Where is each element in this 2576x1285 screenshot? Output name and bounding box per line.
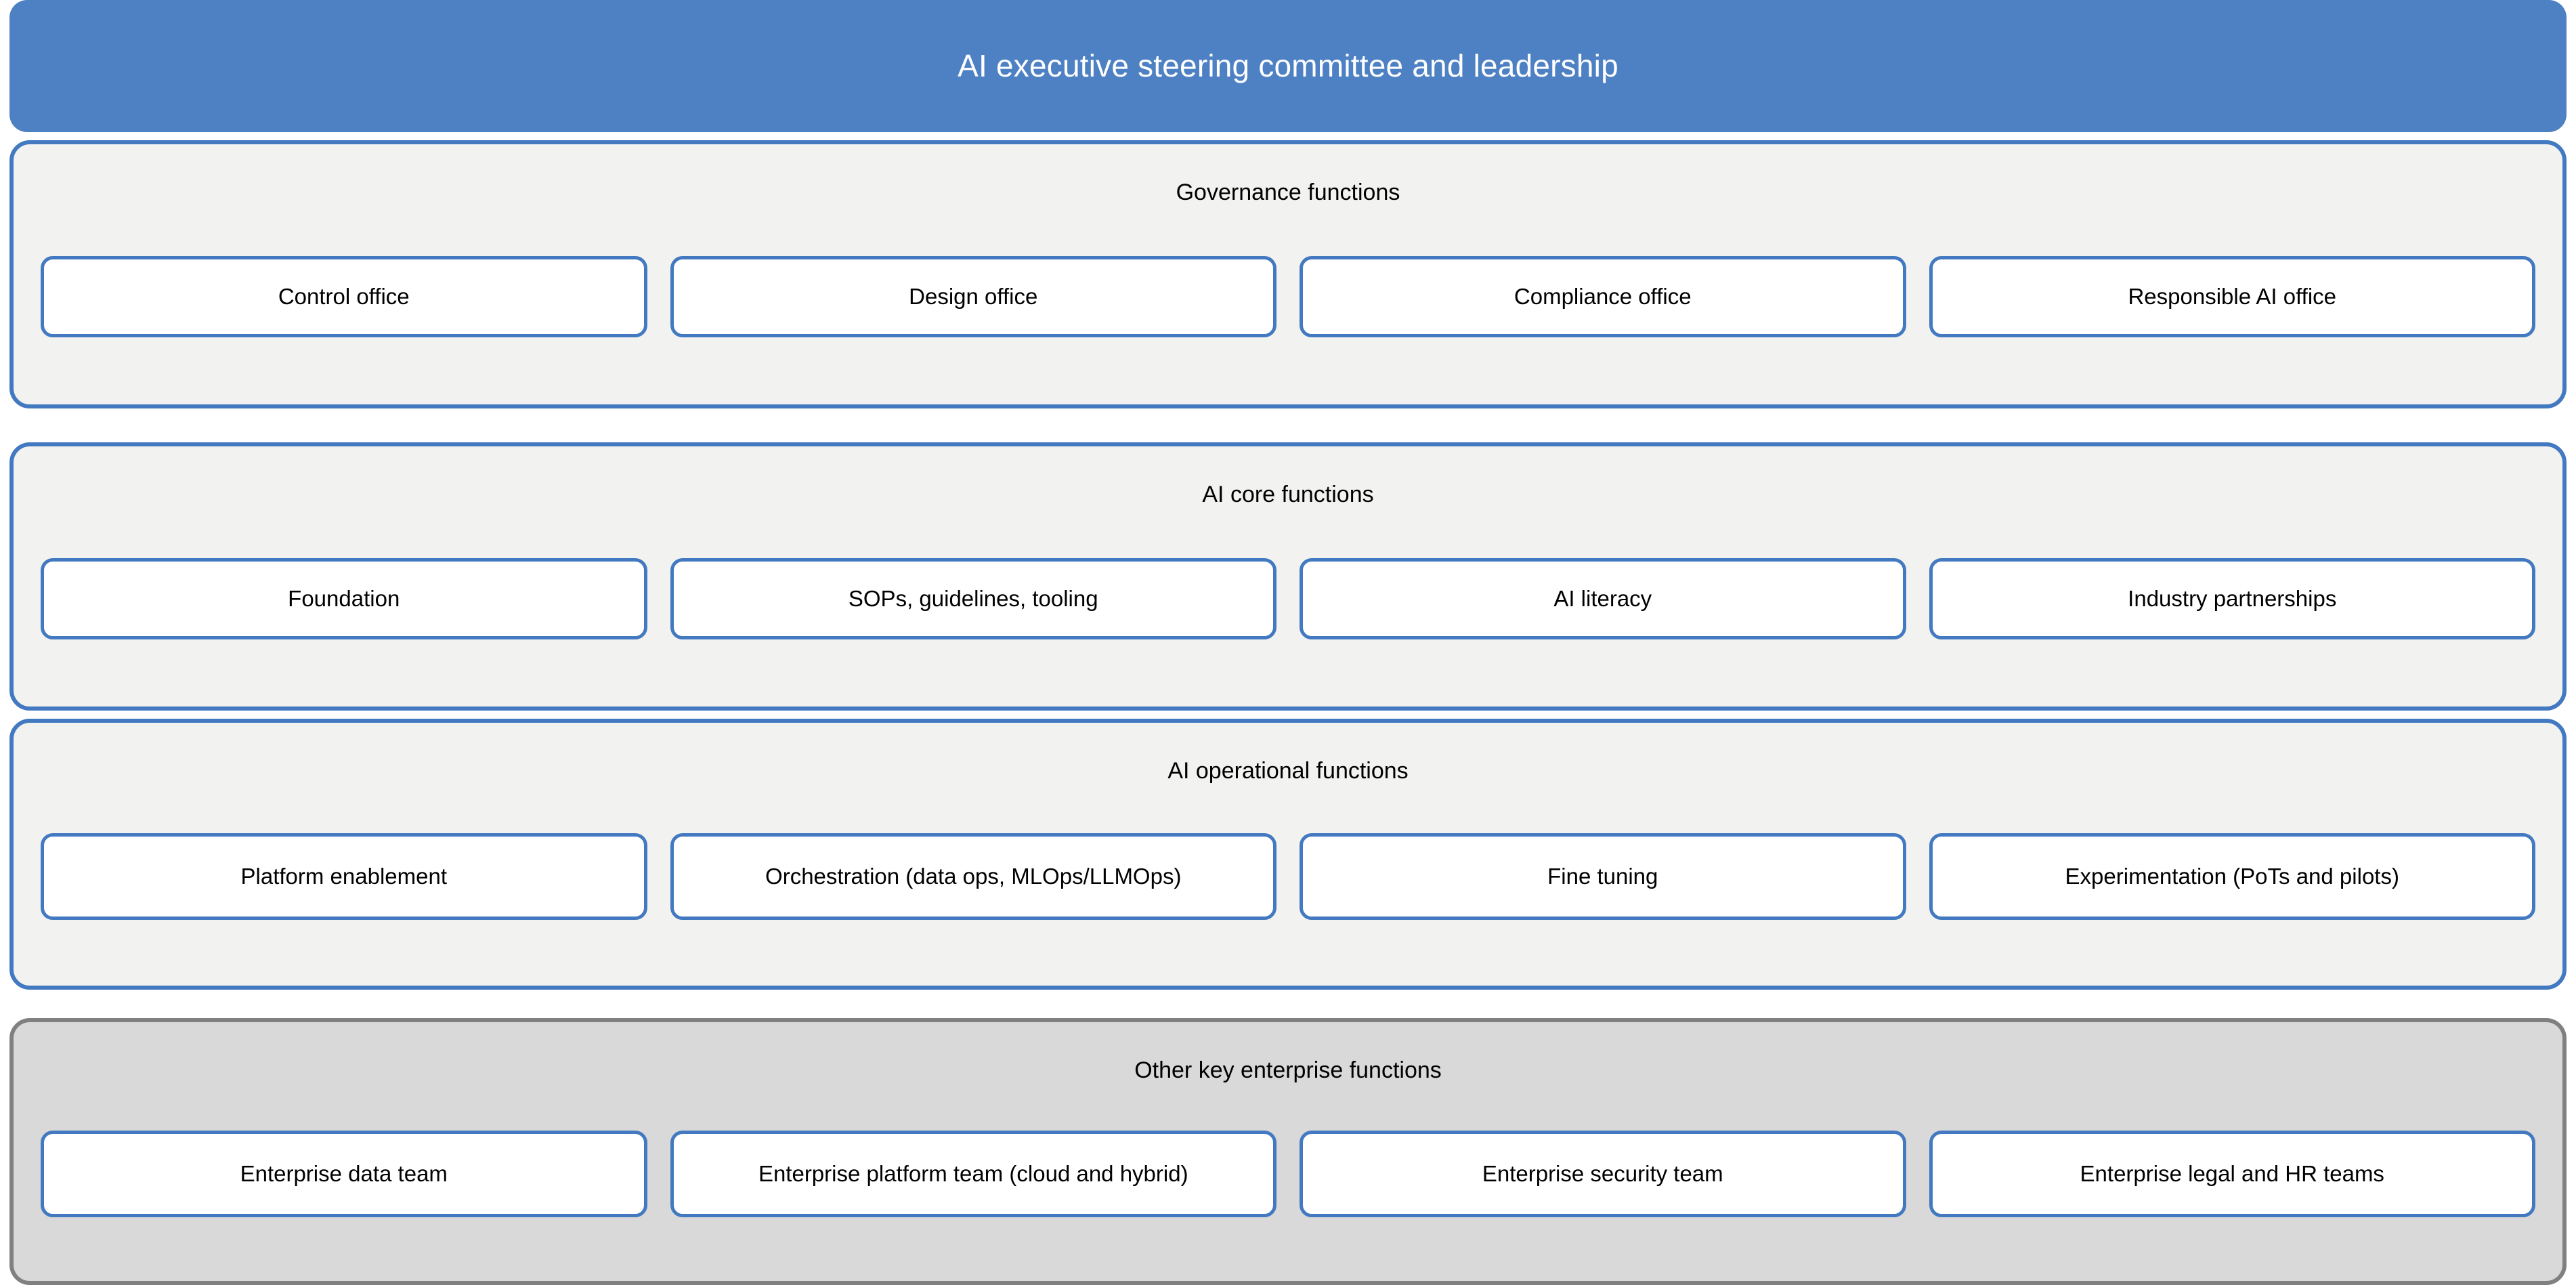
box-label: Orchestration (data ops, MLOps/LLMOps) bbox=[765, 863, 1182, 889]
section-title-governance: Governance functions bbox=[1176, 180, 1400, 205]
box-enterprise-data-team[interactable]: Enterprise data team bbox=[41, 1130, 647, 1217]
section-governance-functions: Governance functions Control office Desi… bbox=[9, 140, 2567, 408]
ai-operational-boxes-row: Platform enablement Orchestration (data … bbox=[14, 784, 2562, 986]
box-label: Fine tuning bbox=[1547, 863, 1658, 889]
section-title-ai-operational: AI operational functions bbox=[1167, 758, 1409, 784]
box-label: Design office bbox=[909, 283, 1038, 309]
box-foundation[interactable]: Foundation bbox=[41, 557, 647, 639]
box-label: Foundation bbox=[288, 585, 400, 611]
box-label: Enterprise data team bbox=[240, 1160, 448, 1186]
box-label: Industry partnerships bbox=[2128, 585, 2337, 611]
ai-core-boxes-row: Foundation SOPs, guidelines, tooling AI … bbox=[14, 508, 2562, 707]
box-experimentation[interactable]: Experimentation (PoTs and pilots) bbox=[1929, 833, 2535, 920]
box-label: SOPs, guidelines, tooling bbox=[848, 585, 1098, 611]
box-ai-literacy[interactable]: AI literacy bbox=[1300, 557, 1906, 639]
box-enterprise-platform-team[interactable]: Enterprise platform team (cloud and hybr… bbox=[670, 1130, 1276, 1217]
box-fine-tuning[interactable]: Fine tuning bbox=[1300, 833, 1906, 920]
box-label: Platform enablement bbox=[240, 863, 448, 889]
box-label: Enterprise legal and HR teams bbox=[2080, 1160, 2384, 1186]
box-control-office[interactable]: Control office bbox=[41, 255, 647, 337]
other-enterprise-boxes-row: Enterprise data team Enterprise platform… bbox=[14, 1084, 2562, 1281]
steering-committee-title: AI executive steering committee and lead… bbox=[958, 48, 1618, 84]
box-label: Responsible AI office bbox=[2128, 283, 2337, 309]
box-platform-enablement[interactable]: Platform enablement bbox=[41, 833, 647, 920]
box-orchestration[interactable]: Orchestration (data ops, MLOps/LLMOps) bbox=[670, 833, 1276, 920]
box-label: Experimentation (PoTs and pilots) bbox=[2065, 863, 2399, 889]
box-label: Enterprise platform team (cloud and hybr… bbox=[758, 1160, 1188, 1186]
box-industry-partnerships[interactable]: Industry partnerships bbox=[1929, 557, 2535, 639]
box-responsible-ai-office[interactable]: Responsible AI office bbox=[1929, 255, 2535, 337]
governance-boxes-row: Control office Design office Compliance … bbox=[14, 206, 2562, 404]
box-sops-guidelines-tooling[interactable]: SOPs, guidelines, tooling bbox=[670, 557, 1276, 639]
box-label: AI literacy bbox=[1553, 585, 1652, 611]
box-design-office[interactable]: Design office bbox=[670, 255, 1276, 337]
box-label: Compliance office bbox=[1514, 283, 1692, 309]
box-enterprise-legal-hr-teams[interactable]: Enterprise legal and HR teams bbox=[1929, 1130, 2535, 1217]
section-ai-operational-functions: AI operational functions Platform enable… bbox=[9, 719, 2567, 990]
section-title-other-enterprise: Other key enterprise functions bbox=[1134, 1057, 1442, 1083]
box-label: Control office bbox=[278, 283, 410, 309]
section-title-ai-core: AI core functions bbox=[1202, 482, 1374, 507]
steering-committee-band: AI executive steering committee and lead… bbox=[9, 0, 2567, 132]
box-compliance-office[interactable]: Compliance office bbox=[1300, 255, 1906, 337]
section-other-key-enterprise-functions: Other key enterprise functions Enterpris… bbox=[9, 1018, 2567, 1285]
box-label: Enterprise security team bbox=[1482, 1160, 1723, 1186]
section-ai-core-functions: AI core functions Foundation SOPs, guide… bbox=[9, 442, 2567, 711]
box-enterprise-security-team[interactable]: Enterprise security team bbox=[1300, 1130, 1906, 1217]
